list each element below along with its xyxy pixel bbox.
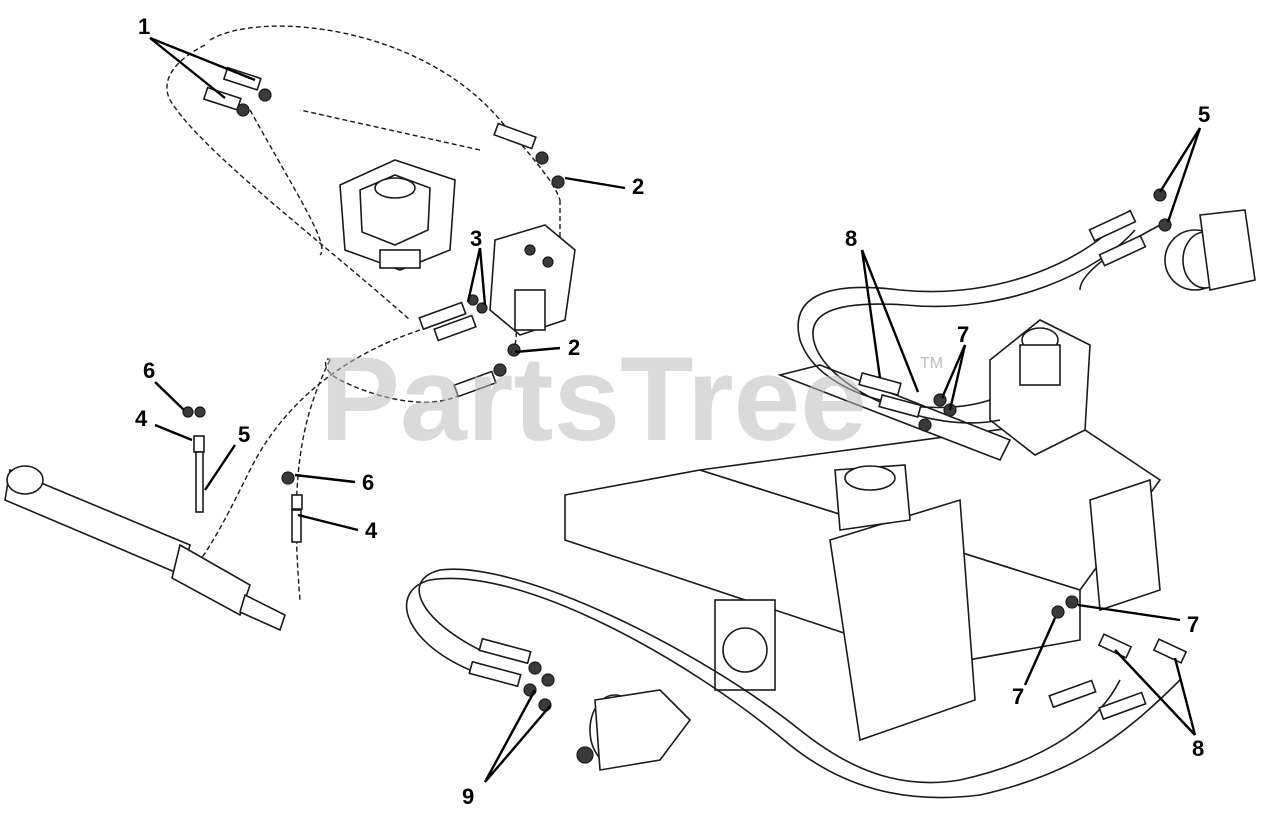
- manifold-block: [489, 224, 576, 336]
- leader-lines: [149, 36, 1202, 783]
- callout-7-lower: 7: [1012, 684, 1024, 709]
- watermark-text: PartsTree: [320, 332, 867, 466]
- callout-5-right: 5: [1198, 102, 1210, 127]
- callout-3: 3: [470, 226, 482, 251]
- callout-labels: 1 2 3 2 6 4 5 6 4 5 8 7 7 7 8 9: [135, 14, 1210, 809]
- callout-6-upper: 6: [143, 358, 155, 383]
- callout-7-upper: 7: [957, 322, 969, 347]
- callout-4-lower: 4: [365, 518, 378, 543]
- callout-2-upper: 2: [632, 174, 644, 199]
- wheel-motor-left: [576, 689, 692, 771]
- callout-2-lower: 2: [568, 335, 580, 360]
- watermark-tm: TM: [920, 355, 943, 372]
- callout-4-upper: 4: [135, 406, 148, 431]
- hydraulic-pump: [989, 319, 1091, 456]
- callout-8-lower: 8: [1192, 736, 1204, 761]
- fittings-item-7-8-lower: [1048, 595, 1188, 721]
- fittings-item-2: [453, 122, 565, 398]
- callout-8-upper: 8: [845, 226, 857, 251]
- fittings-item-7-8-upper: [858, 372, 957, 432]
- callout-9: 9: [462, 784, 474, 809]
- frame-assembly: [564, 364, 1162, 742]
- callout-7-right: 7: [1187, 612, 1199, 637]
- fittings-item-5: [1088, 188, 1172, 267]
- lift-cylinder: [4, 465, 286, 632]
- callout-5-left: 5: [238, 422, 250, 447]
- wheel-motor-right: [1164, 209, 1256, 291]
- callout-1: 1: [138, 14, 150, 39]
- control-valve: [339, 159, 456, 271]
- fittings-item-1: [202, 66, 272, 117]
- fittings-item-4-5-6: [182, 406, 303, 543]
- fittings-item-3: [418, 294, 488, 342]
- fittings-item-9: [468, 637, 555, 712]
- callout-6-lower: 6: [362, 470, 374, 495]
